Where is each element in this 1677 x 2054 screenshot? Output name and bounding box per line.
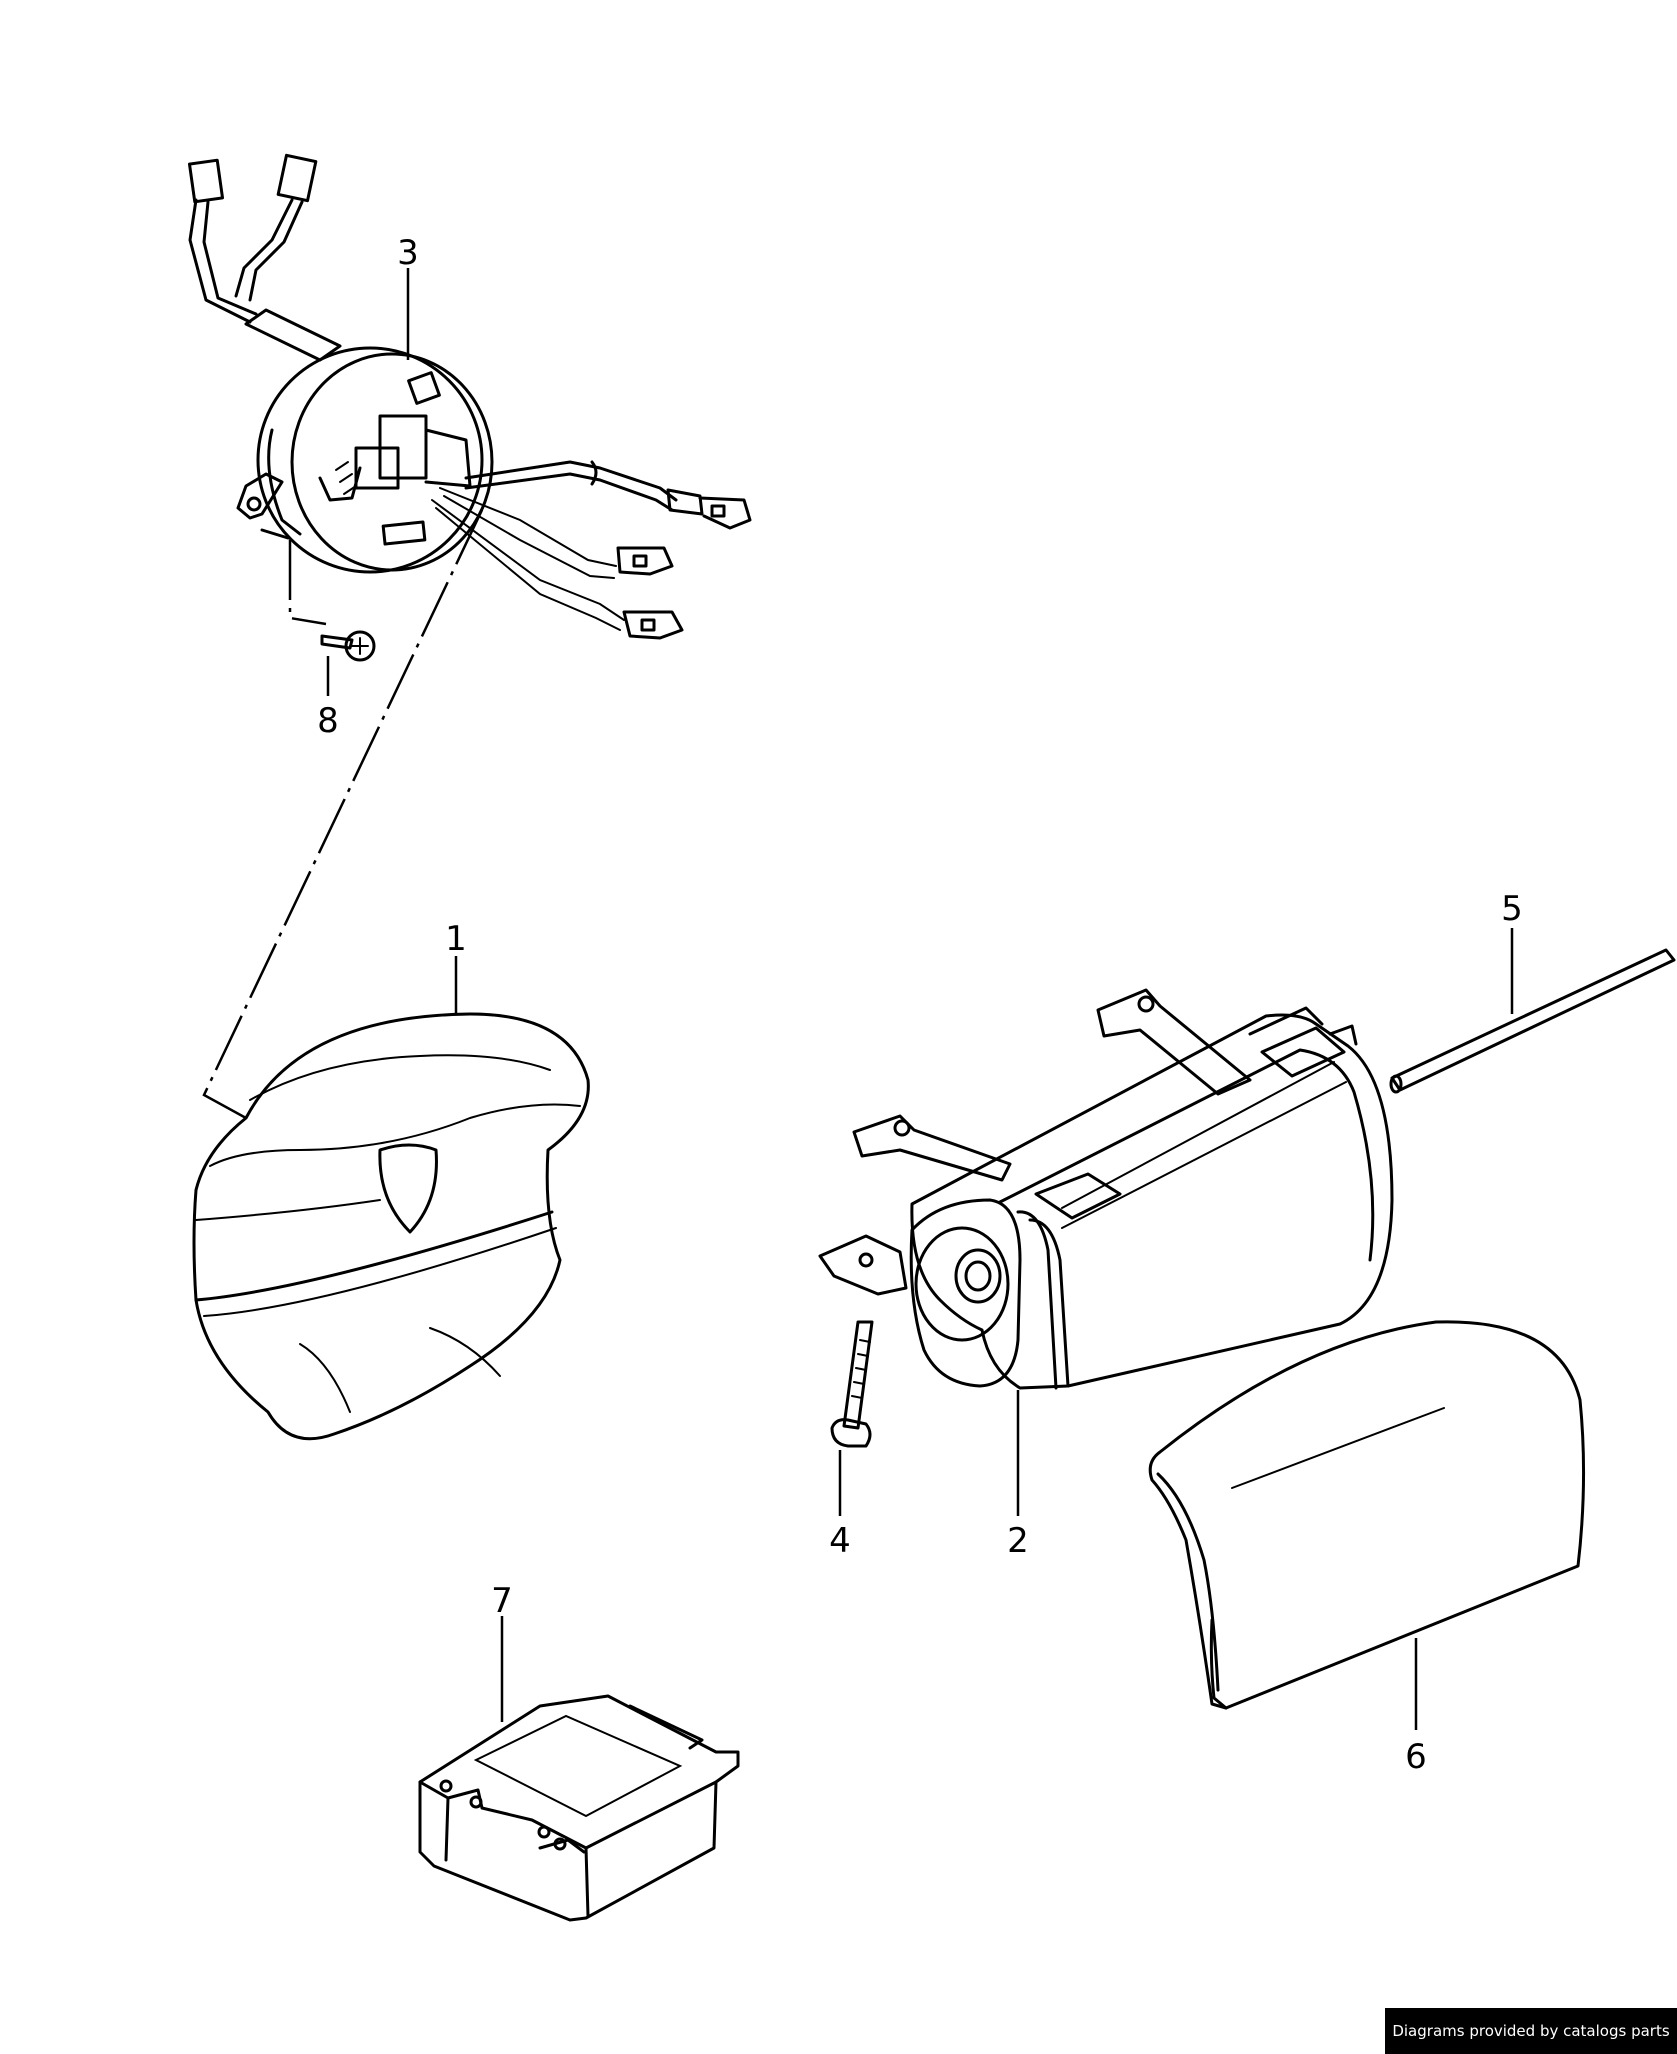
clock-spring-to-airbag-line bbox=[202, 509, 484, 1120]
part-1-steering-airbag bbox=[192, 1012, 590, 1441]
part-2-passenger-airbag bbox=[818, 988, 1394, 1390]
part-7-control-unit bbox=[418, 1694, 740, 1922]
callout-5: 5 bbox=[1501, 889, 1523, 929]
callout-1: 1 bbox=[445, 919, 467, 959]
part-4-bolt bbox=[830, 1320, 874, 1448]
callout-2: 2 bbox=[1007, 1521, 1029, 1561]
part-6-airbag-cover bbox=[1148, 1320, 1586, 1710]
callout-8: 8 bbox=[317, 701, 339, 741]
part-3-clock-spring bbox=[187, 153, 752, 640]
callout-4: 4 bbox=[829, 1521, 851, 1561]
callout-7: 7 bbox=[491, 1581, 513, 1621]
attribution-footer: Diagrams provided by catalogs parts bbox=[1385, 2008, 1677, 2054]
callout-6: 6 bbox=[1405, 1737, 1427, 1777]
part-5-rod bbox=[1389, 948, 1676, 1094]
callout-3: 3 bbox=[397, 233, 419, 273]
part-8-screw bbox=[320, 630, 376, 662]
screw-assembly-line bbox=[288, 540, 327, 626]
